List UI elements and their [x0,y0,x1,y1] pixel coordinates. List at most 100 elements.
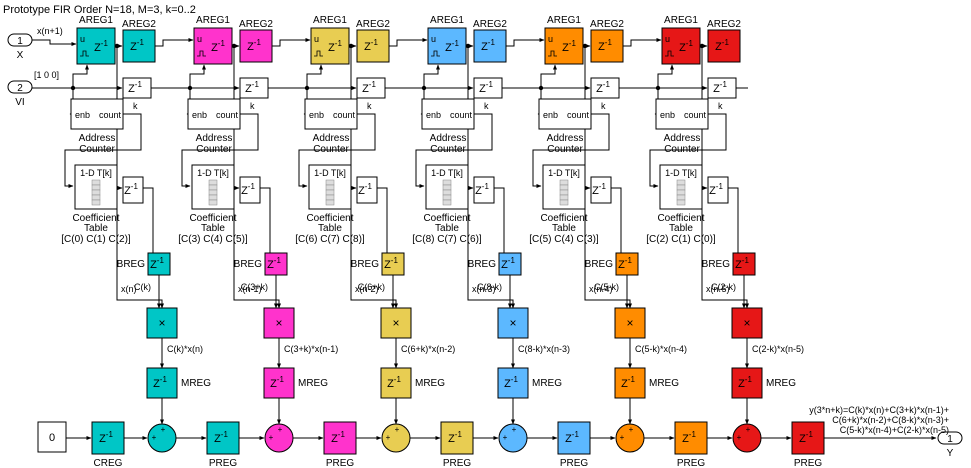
counter-block[interactable] [187,98,241,130]
delay-block[interactable] [674,421,708,455]
counter-block[interactable] [304,98,358,130]
delay-block[interactable] [91,421,125,455]
delay-block[interactable] [264,252,288,276]
adder-1[interactable]: ++ [147,423,177,453]
adder-6[interactable]: ++ [732,423,762,453]
delay-block[interactable] [147,252,171,276]
delay-block[interactable] [381,252,405,276]
delay-block[interactable] [440,421,474,455]
vi-delay-5[interactable]: Z-1 [590,77,620,99]
delay-block[interactable] [732,252,756,276]
multiplier-6[interactable]: × [731,307,763,339]
constant-zero-block[interactable]: 0 [37,421,67,453]
table-delay-4[interactable]: Z-1 [473,176,495,204]
vi-delay-6[interactable]: Z-1 [707,77,737,99]
vi-delay-2[interactable]: Z-1 [239,77,269,99]
const-block[interactable] [37,421,67,453]
delay-block[interactable] [590,176,612,204]
port-shape[interactable] [7,33,33,47]
counter-block[interactable] [421,98,475,130]
delay-block[interactable] [498,252,522,276]
multiplier-2[interactable]: × [263,307,295,339]
delay-block[interactable] [239,77,269,99]
adder-circle[interactable] [498,423,528,453]
adder-5[interactable]: ++ [615,423,645,453]
delay-block[interactable] [310,27,350,65]
delay-block[interactable] [356,176,378,204]
delay-block[interactable] [239,29,273,63]
counter-block[interactable] [538,98,592,130]
delay-block[interactable] [615,252,639,276]
mult-block[interactable] [731,307,763,339]
delay-block[interactable] [473,29,507,63]
delay-block[interactable] [323,421,357,455]
delay-block[interactable] [707,29,741,63]
table-delay-2[interactable]: Z-1 [239,176,261,204]
delay-block[interactable] [122,176,144,204]
vi-delay-1[interactable]: Z-1 [122,77,152,99]
delay-block[interactable] [356,77,386,99]
port-shape[interactable] [7,80,33,94]
delay-block[interactable] [614,367,646,399]
output-port-y[interactable]: 1Y [937,431,963,459]
delay-block[interactable] [791,421,825,455]
input-port-vi[interactable]: 2VI [7,80,33,108]
mult-block[interactable] [263,307,295,339]
delay-block[interactable] [557,421,591,455]
delay-block[interactable] [76,27,116,65]
delay-block[interactable] [193,27,233,65]
delay-block[interactable] [427,27,467,65]
mult-block[interactable] [614,307,646,339]
delay-block[interactable] [707,176,729,204]
delay-block[interactable] [239,176,261,204]
table-delay-5[interactable]: Z-1 [590,176,612,204]
mult-block[interactable] [380,307,412,339]
delay-block[interactable] [473,176,495,204]
delay-block[interactable] [146,367,178,399]
vi-delay-3[interactable]: Z-1 [356,77,386,99]
delay-block[interactable] [122,29,156,63]
delay-block[interactable] [473,77,503,99]
adder-4[interactable]: ++ [498,423,528,453]
delay-block[interactable] [661,27,701,65]
input-port-x[interactable]: 1X [7,33,33,61]
adder-circle[interactable] [264,423,294,453]
multiplier-5[interactable]: × [614,307,646,339]
multiplier-4[interactable]: × [497,307,529,339]
